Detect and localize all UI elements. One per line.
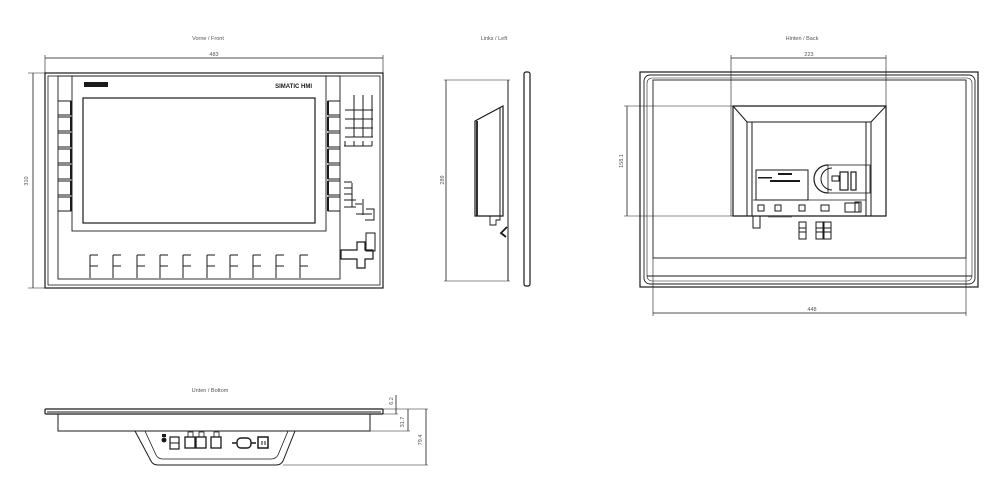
left-height-dimension: 289 <box>440 175 446 184</box>
left-view: Links / Left 289 <box>440 36 531 287</box>
left-view-title: Links / Left <box>481 36 508 42</box>
bottom-view-title: Unten / Bottom <box>192 388 229 394</box>
back-view: Hinten / Back 223 158.1 448 <box>619 36 979 316</box>
back-ports <box>757 201 862 213</box>
right-function-keys <box>327 100 340 212</box>
bottom-function-keys <box>89 254 308 278</box>
front-view: Vorne / Front 483 310 SIMATIC HMI <box>24 36 384 289</box>
bottom-view: Unten / Bottom 6.2 <box>44 388 428 466</box>
bottom-dim-total: 79.4 <box>418 435 424 446</box>
back-view-title: Hinten / Back <box>786 36 819 42</box>
numeric-keypad <box>340 95 376 269</box>
brand-label: SIMATIC HMI <box>275 84 312 90</box>
back-height-dimension: 158.1 <box>619 154 625 168</box>
bottom-dim-mid: 31.7 <box>400 417 406 428</box>
display-area <box>82 97 316 224</box>
back-outer-width-dimension: 448 <box>807 307 816 313</box>
front-view-title: Vorne / Front <box>192 36 224 42</box>
terminal-plugs <box>798 221 832 240</box>
front-width-dimension: 483 <box>209 52 218 58</box>
left-function-keys <box>58 100 72 212</box>
bottom-ports <box>161 431 269 450</box>
bottom-dim-top: 6.2 <box>389 397 395 405</box>
back-width-dimension: 223 <box>804 52 813 58</box>
siemens-logo <box>84 82 108 87</box>
front-height-dimension: 310 <box>24 176 30 185</box>
